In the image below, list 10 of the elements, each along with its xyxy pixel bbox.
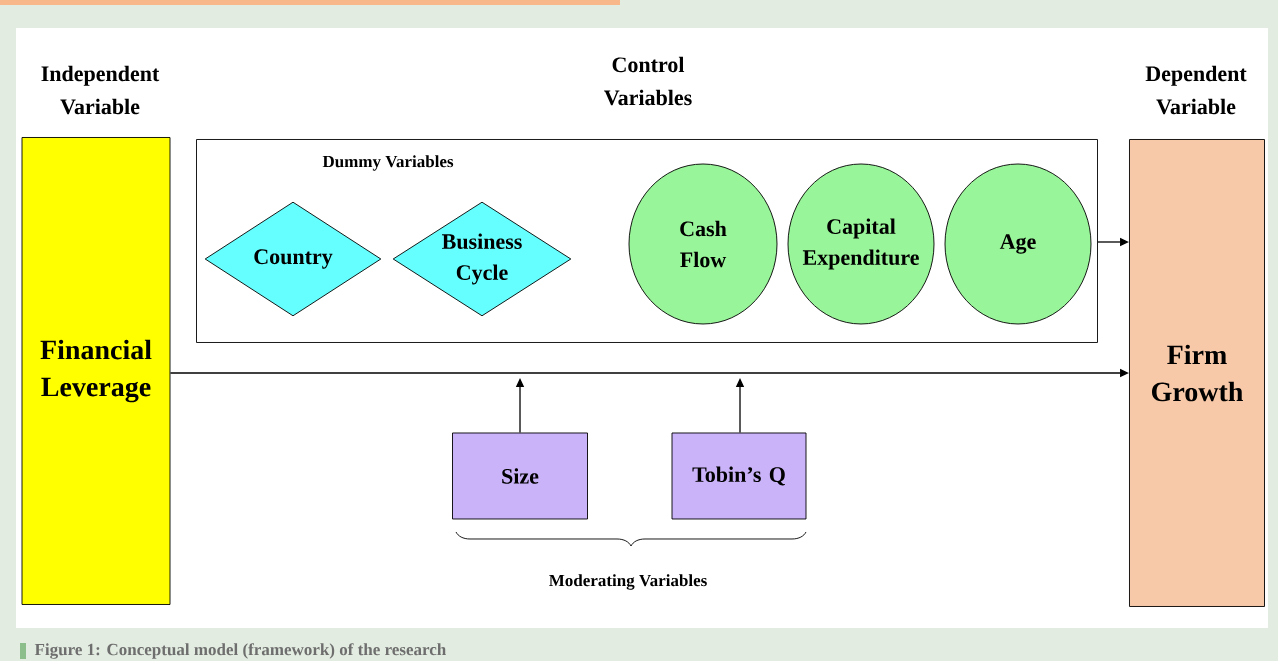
group-label: Moderating Variables [549, 574, 707, 590]
variable-box: Size [452, 432, 588, 520]
column-heading: Independent Variable [41, 65, 160, 115]
variable-box: Tobin’s Q [671, 432, 807, 520]
figure-caption: Figure 1: Conceptual model (framework) of the research [34, 643, 446, 659]
column-heading: Control Variables [604, 56, 692, 106]
column-heading: Dependent Variable [1145, 65, 1247, 115]
variable-box: Financial Leverage [21, 137, 171, 605]
variable-box: Firm Growth [1129, 139, 1265, 607]
group-label: Dummy Variables [322, 155, 454, 171]
